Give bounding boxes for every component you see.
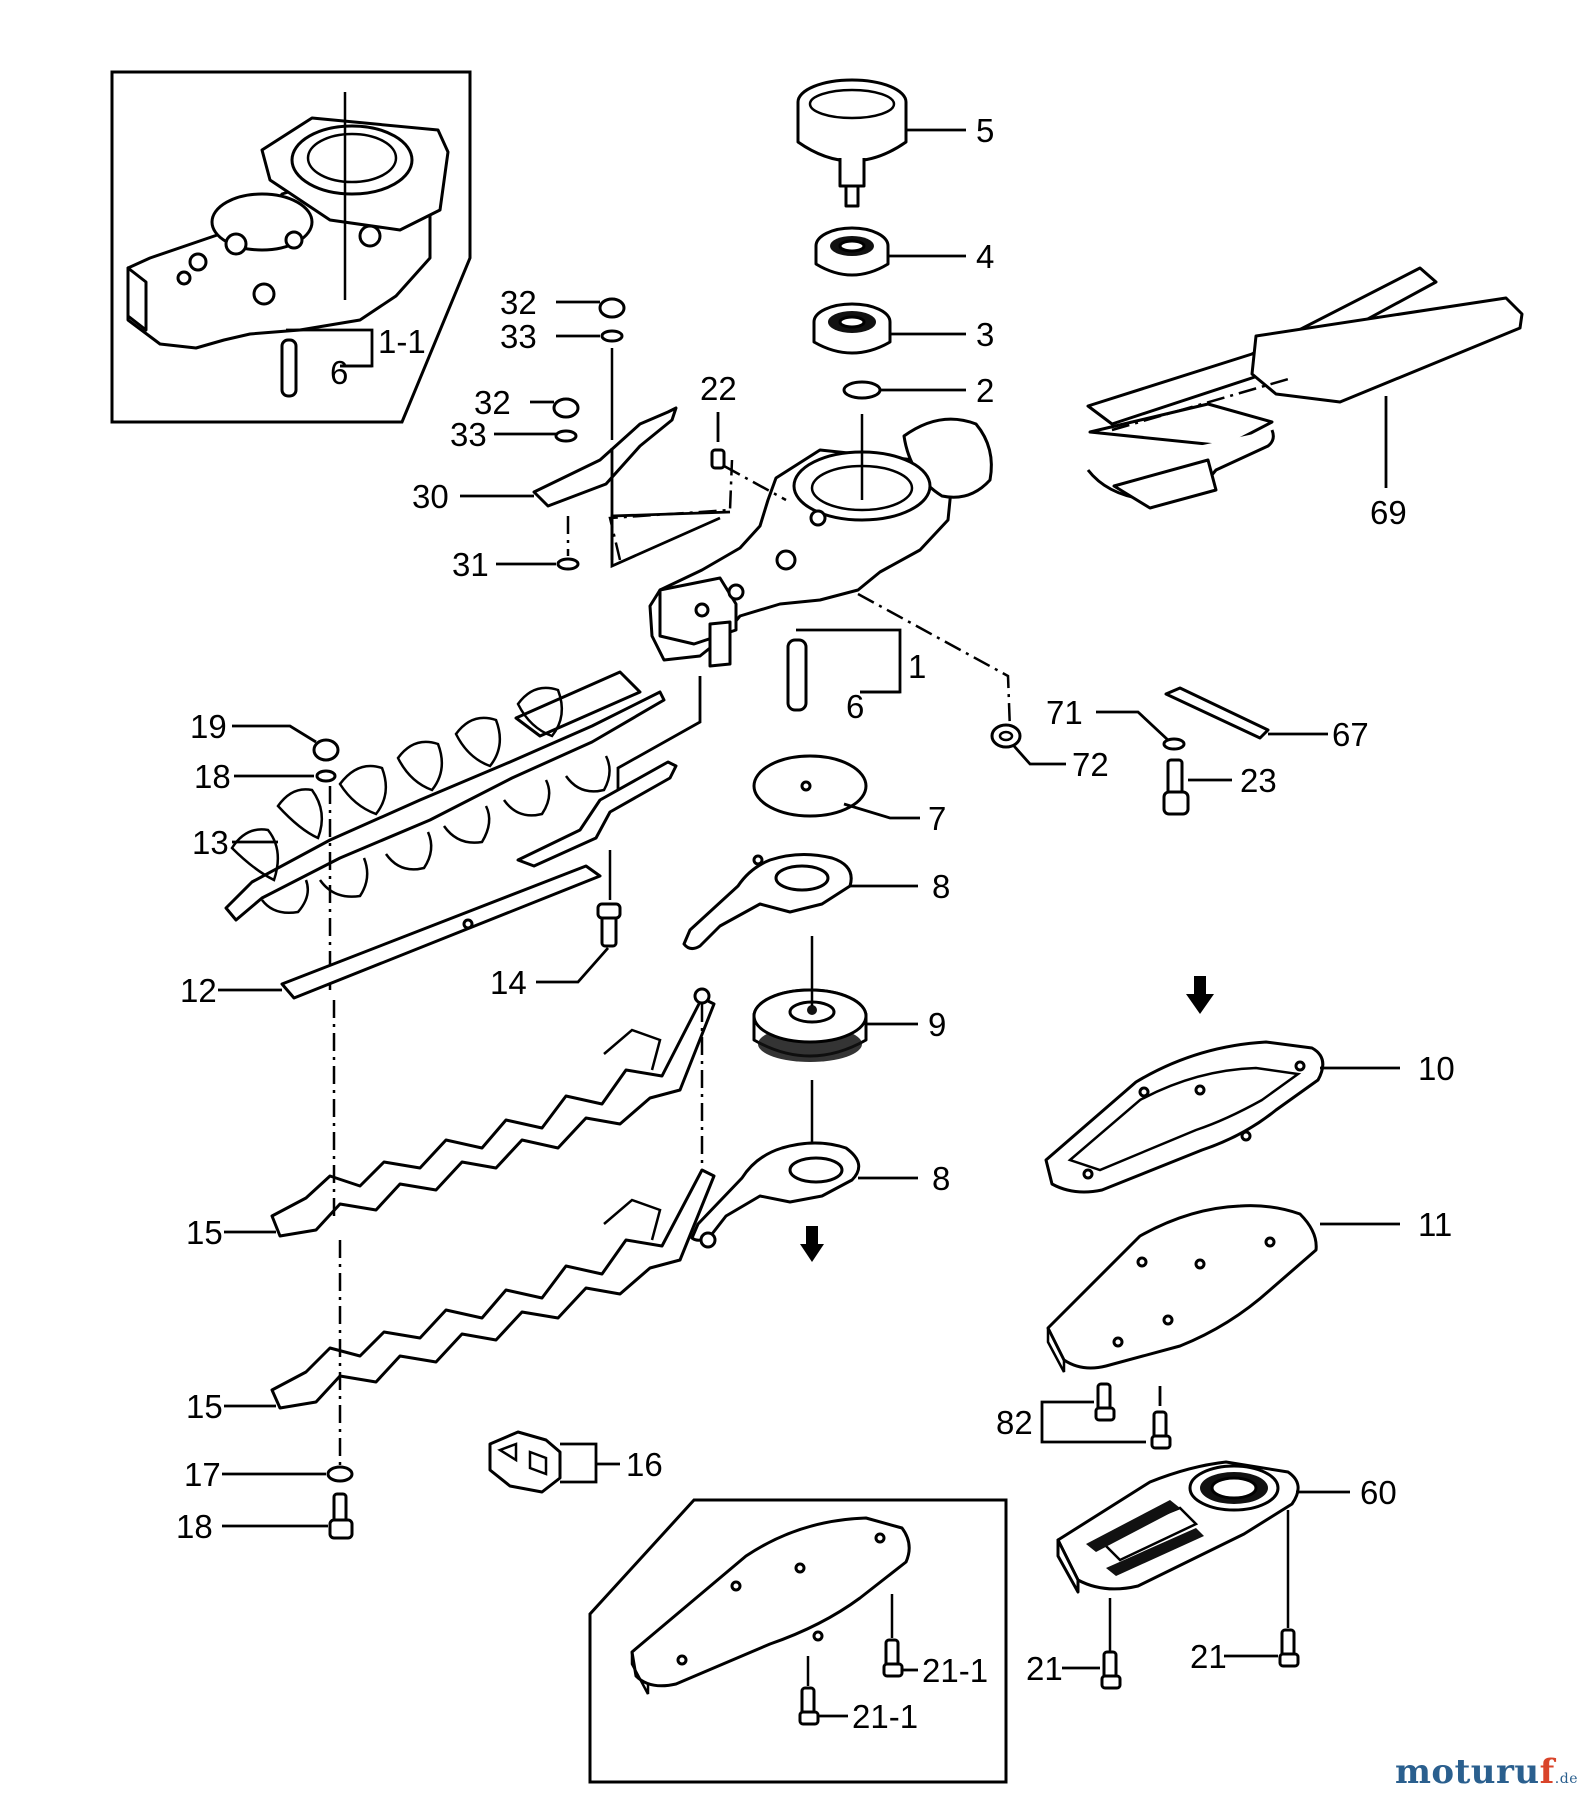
label-16: 16: [626, 1446, 663, 1483]
label-19: 19: [190, 708, 227, 745]
crank-plate-8-top: 8: [682, 853, 950, 951]
label-21-1-left: 21-1: [852, 1698, 918, 1735]
bolt-18-bottom: 18: [176, 1492, 354, 1545]
label-3: 3: [976, 316, 994, 353]
nut-32-mid: 32: [474, 384, 580, 421]
label-71: 71: [1046, 694, 1083, 731]
bearing-4: 4: [814, 226, 994, 277]
gasket-10: 10: [1044, 976, 1455, 1194]
label-67: 67: [1332, 716, 1369, 753]
blade-15-upper: 15: [186, 987, 716, 1251]
nut-32-top: 32: [500, 284, 626, 321]
gear-case-1: 1 6: [648, 414, 1012, 731]
connecting-rod-lower: [516, 676, 702, 868]
label-18-top: 18: [194, 758, 231, 795]
bar-12: 12: [180, 864, 602, 1009]
label-21-left: 21: [1026, 1650, 1063, 1687]
washer-17: 17: [184, 1456, 354, 1493]
watermark-main: moturu: [1394, 1752, 1540, 1792]
label-8-top: 8: [932, 868, 950, 905]
label-18-bottom: 18: [176, 1508, 213, 1545]
label-2: 2: [976, 372, 994, 409]
label-33-mid: 33: [450, 416, 487, 453]
inset-gear-case-1-1: 1-1 6: [110, 70, 472, 424]
blade-13: 13: [192, 670, 666, 990]
connecting-rod-30: 30: [412, 348, 721, 569]
watermark-logo: moturuf.de: [1395, 1752, 1578, 1792]
label-4: 4: [976, 238, 994, 275]
label-33-top: 33: [500, 318, 537, 355]
label-10: 10: [1418, 1050, 1455, 1087]
label-5: 5: [976, 112, 994, 149]
label-32-mid: 32: [474, 384, 511, 421]
watermark-accent: f: [1539, 1752, 1555, 1792]
gear-cover-60: 60: [1056, 1460, 1397, 1594]
washer-31: 31: [452, 516, 580, 583]
gear-case-alt-illustration: [126, 92, 450, 398]
label-69: 69: [1370, 494, 1407, 531]
nut-72: 72: [990, 723, 1109, 783]
washer-18-top: 18: [194, 758, 337, 795]
snap-ring-2: 2: [842, 372, 994, 409]
label-21-1-right: 21-1: [922, 1652, 988, 1689]
label-22: 22: [700, 370, 737, 407]
label-23: 23: [1240, 762, 1277, 799]
label-15-lower: 15: [186, 1388, 223, 1425]
label-30: 30: [412, 478, 449, 515]
crank-plate-8-bottom: 8: [690, 1141, 950, 1262]
blade-15-lower: 15: [186, 1168, 717, 1470]
label-1-1: 1-1: [378, 323, 426, 360]
blade-cover-69: 69: [1086, 266, 1524, 531]
label-7: 7: [928, 800, 946, 837]
guide-67: 67: [1164, 686, 1369, 753]
inset-cover-21-1: 21-1 21-1: [588, 1498, 1008, 1784]
washer-33-mid: 33: [450, 416, 578, 453]
label-13: 13: [192, 824, 229, 861]
label-32-top: 32: [500, 284, 537, 321]
label-72: 72: [1072, 746, 1109, 783]
washer-71: 71: [1046, 694, 1186, 751]
screw-22: 22: [700, 370, 787, 502]
label-8-bottom: 8: [932, 1160, 950, 1197]
watermark-tld: .de: [1554, 1771, 1578, 1787]
label-1: 1: [908, 648, 926, 685]
label-14: 14: [490, 964, 527, 1001]
bearing-3: 3: [812, 302, 994, 355]
clutch-drum-5: 5: [796, 78, 994, 208]
bolt-23: 23: [1162, 758, 1277, 816]
screw-21-left: 21: [1026, 1598, 1122, 1690]
label-15-upper: 15: [186, 1214, 223, 1251]
label-11: 11: [1418, 1206, 1452, 1243]
label-6-inset: 6: [330, 354, 348, 391]
gear-9: 9: [752, 936, 946, 1158]
plate-11: 11: [1046, 1204, 1452, 1373]
plate-7: 7: [752, 754, 946, 837]
spacer-16: 16: [488, 1430, 663, 1494]
label-82: 82: [996, 1404, 1033, 1441]
nut-19: 19: [190, 708, 340, 762]
label-31: 31: [452, 546, 489, 583]
bolt-14: 14: [490, 850, 622, 1001]
label-17: 17: [184, 1456, 221, 1493]
screws-82: 82: [996, 1382, 1172, 1450]
screw-21-right: 21: [1190, 1510, 1300, 1675]
washer-33-top: 33: [500, 318, 624, 355]
label-21-right: 21: [1190, 1638, 1227, 1675]
label-60: 60: [1360, 1474, 1397, 1511]
label-6-main: 6: [846, 688, 864, 725]
label-9: 9: [928, 1006, 946, 1043]
label-12: 12: [180, 972, 217, 1009]
